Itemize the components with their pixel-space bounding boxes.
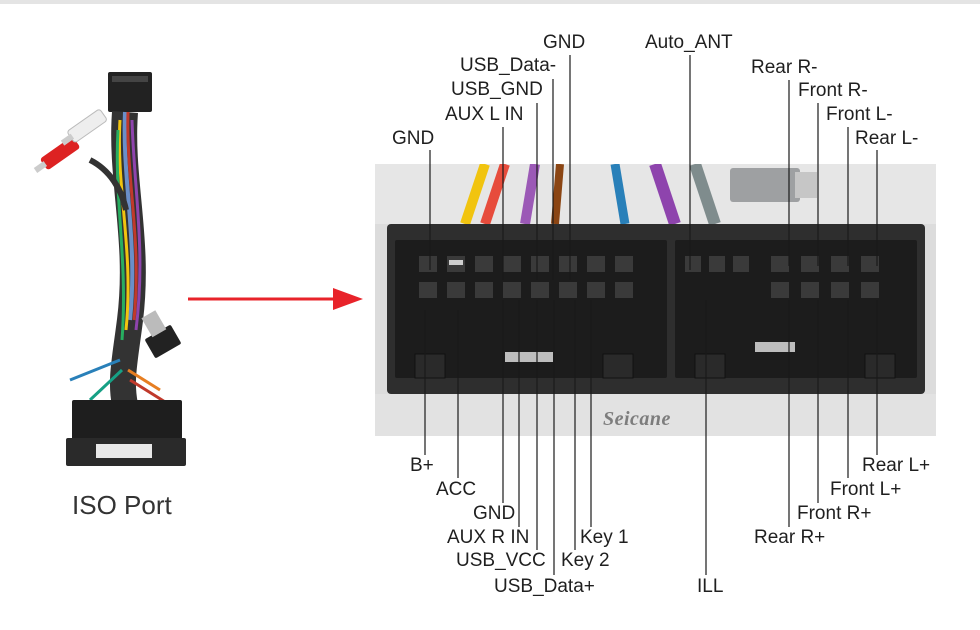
- pin-label-usb-vcc: USB_VCC: [456, 550, 546, 571]
- pin-label-aux-r-in: AUX R IN: [447, 527, 530, 548]
- pin-label-usb-gnd: USB_GND: [451, 79, 543, 100]
- pin-label-auto-ant: Auto_ANT: [645, 32, 733, 53]
- pin-label-usb-data-minus: USB_Data-: [460, 55, 557, 76]
- pin-label-ill: ILL: [697, 576, 724, 597]
- pin-label-gnd-bottom: GND: [473, 503, 516, 524]
- red-arrow-icon: [188, 288, 363, 310]
- pin-label-rear-r-plus: Rear R+: [754, 527, 826, 548]
- pin-label-gnd-top: GND: [543, 32, 586, 53]
- pin-label-gnd-left: GND: [392, 128, 435, 149]
- pin-label-usb-data-plus: USB_Data+: [494, 576, 595, 597]
- pin-label-key-2: Key 2: [561, 550, 610, 571]
- pin-label-b-plus: B+: [410, 455, 434, 476]
- pin-label-acc: ACC: [436, 479, 477, 500]
- iso-harness-image: [33, 72, 186, 466]
- pin-label-front-l-plus: Front L+: [830, 479, 902, 500]
- pin-label-front-r-plus: Front R+: [797, 503, 872, 524]
- pin-label-rear-r-minus: Rear R-: [751, 57, 818, 78]
- pin-label-aux-l-in: AUX L IN: [445, 104, 524, 125]
- seicane-watermark: Seicane: [603, 408, 671, 430]
- pin-label-rear-l-plus: Rear L+: [862, 455, 931, 476]
- pin-label-key-1: Key 1: [580, 527, 629, 548]
- pin-label-front-r-minus: Front R-: [798, 80, 868, 101]
- pin-label-rear-l-minus: Rear L-: [855, 128, 919, 149]
- connector-photo: Seicane: [375, 164, 936, 436]
- iso-port-label: ISO Port: [72, 490, 172, 520]
- pin-label-front-l-minus: Front L-: [826, 104, 893, 125]
- top-divider: [0, 0, 980, 4]
